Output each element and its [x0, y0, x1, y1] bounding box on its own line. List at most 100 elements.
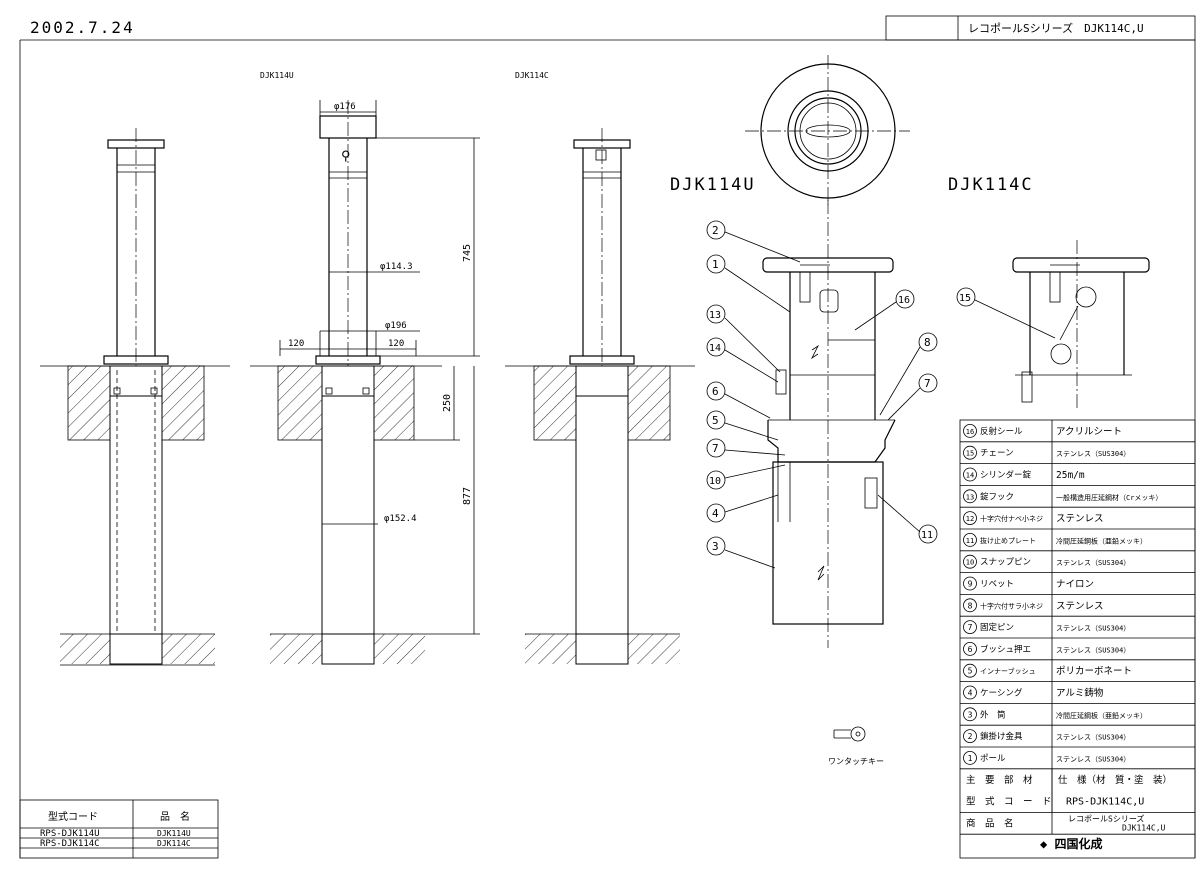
part-number: 11: [966, 537, 974, 545]
part-name: 外 筒: [980, 709, 1006, 720]
balloons: 2 1 13 14 6 5 7 10 4 3 16 8 7 11 15: [706, 220, 1056, 569]
dim-right-120: 120: [388, 339, 404, 349]
label-djk114c-large: DJK114C: [948, 175, 1034, 195]
part-number: 2: [968, 732, 973, 741]
part-number: 14: [966, 472, 974, 480]
part-spec: 25m/m: [1056, 470, 1085, 481]
label-djk114u-small: DJK114U: [260, 71, 294, 80]
part-spec: アルミ鋳物: [1056, 687, 1104, 699]
part-name: 錠フック: [980, 491, 1014, 502]
part-number: 13: [966, 493, 974, 501]
part-number-circle: [963, 533, 977, 547]
part-spec: ナイロン: [1056, 579, 1094, 590]
part-number-circle: [963, 663, 977, 678]
part-spec: ステンレス（SUS304）: [1056, 646, 1130, 654]
balloon-13: 13: [709, 310, 721, 321]
balloon-14: 14: [709, 343, 721, 354]
part-name: インナーブッシュ: [980, 667, 1036, 676]
part-name: ポール: [980, 754, 1006, 764]
product-label: 商 品 名: [966, 817, 1014, 829]
part-spec: アクリルシート: [1056, 426, 1122, 437]
part-number-circle: [963, 729, 977, 743]
balloon-11: 11: [921, 530, 933, 541]
part-spec: ステンレス（SUS304）: [1056, 755, 1130, 763]
part-name: 固定ピン: [980, 622, 1014, 633]
part-name: スナップピン: [980, 558, 1031, 568]
elevation-view-2: ⚲ φ176 φ114.3 φ196 120 120 φ152.4: [250, 100, 480, 640]
part-name: 十字穴付ナベ小ネジ: [980, 514, 1043, 523]
part-number-circle: [963, 620, 977, 634]
part-number-circle: [963, 445, 977, 460]
part-number: 15: [966, 450, 974, 458]
part-number: 6: [968, 645, 973, 654]
code-table: 型式コード 品 名 RPS-DJK114U DJK114U RPS-DJK114…: [19, 799, 219, 859]
dim-depth-877: 877: [462, 487, 473, 505]
dim-height-745: 745: [462, 244, 473, 262]
part-number-circle: [963, 685, 977, 700]
part-spec: ポリカーボネート: [1056, 666, 1132, 677]
header-main-parts: 主 要 部 材: [966, 774, 1033, 786]
elevation-view-1: [40, 128, 230, 666]
part-name: ケーシング: [980, 688, 1023, 699]
balloon-6: 6: [712, 385, 719, 398]
balloon-10: 10: [709, 476, 721, 487]
header-spec: 仕 様（材 質・塗 装）: [1058, 774, 1172, 786]
part-spec: 冷間圧延鋼板（亜鉛メッキ）: [1056, 711, 1147, 720]
plan-view: [745, 55, 910, 205]
balloon-3: 3: [712, 540, 719, 553]
dim-casing-dia: φ152.4: [384, 514, 417, 524]
dim-depth-250: 250: [442, 394, 453, 412]
part-name: 抜け止めプレート: [980, 536, 1036, 545]
part-name: 反射シール: [980, 426, 1023, 437]
part-number-circle: [963, 576, 977, 591]
part-name: チェーン: [980, 449, 1014, 459]
part-number: 4: [968, 689, 973, 698]
part-spec: ステンレス（SUS304）: [1056, 450, 1130, 458]
name-header: 品 名: [160, 810, 190, 823]
dim-pole-dia: φ114.3: [380, 262, 413, 272]
model-value: RPS-DJK114C,U: [1066, 797, 1144, 808]
section-detail: [762, 200, 896, 648]
model-label: 型 式 コ ー ド: [966, 796, 1052, 808]
dim-top-dia: φ176: [334, 102, 356, 112]
product-value-1: レコポールSシリーズ: [1068, 813, 1144, 823]
part-number-circle: [963, 554, 977, 569]
one-touch-key: ワンタッチキー: [828, 726, 884, 766]
part-name: 鎖掛け金具: [980, 731, 1023, 742]
balloon-9: 8: [924, 336, 931, 349]
part-number: 9: [968, 580, 973, 589]
part-spec: ステンレス（SUS304）: [1056, 734, 1130, 742]
code-row-2: RPS-DJK114C: [40, 839, 100, 849]
balloon-1: 1: [712, 258, 719, 271]
key-label: ワンタッチキー: [828, 757, 884, 766]
part-number: 12: [966, 515, 974, 523]
name-row-2: DJK114C: [157, 839, 191, 848]
part-name: ブッシュ押エ: [980, 644, 1031, 655]
svg-text:⚲: ⚲: [341, 149, 351, 164]
part-number-circle: [963, 423, 977, 438]
dim-collar-dia: φ196: [385, 321, 407, 331]
part-number: 5: [968, 667, 973, 676]
maker-logo: ◆ 四国化成: [1040, 836, 1102, 851]
code-row-1: RPS-DJK114U: [40, 829, 100, 839]
part-number: 3: [968, 710, 973, 719]
elevation-view-3: [505, 128, 695, 640]
part-number: 1: [968, 754, 973, 763]
part-number-circle: [963, 511, 977, 525]
code-header: 型式コード: [48, 810, 98, 823]
dim-left-120: 120: [288, 339, 304, 349]
ground-hatching: [60, 633, 680, 665]
part-spec: ステンレス（SUS304）: [1056, 559, 1130, 567]
part-name: シリンダー錠: [980, 470, 1032, 481]
title-block-text: レコポールSシリーズ DJK114C,U: [968, 21, 1144, 35]
balloon-4: 4: [712, 507, 719, 520]
part-number: 8: [968, 601, 973, 610]
balloon-8: 7: [924, 377, 931, 390]
part-spec: ステンレス（SUS304）: [1056, 625, 1130, 633]
balloon-5: 5: [712, 414, 719, 427]
part-number-circle: [963, 751, 977, 765]
label-djk114c-small: DJK114C: [515, 71, 549, 80]
detail-djk114c: [1012, 240, 1150, 410]
